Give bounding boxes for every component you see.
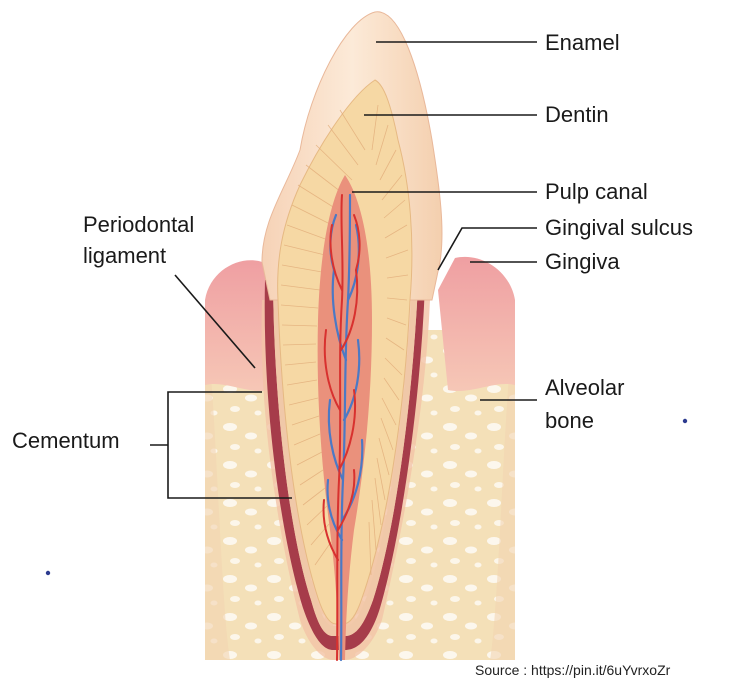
stray-dot [682,418,688,424]
source-credit: Source : https://pin.it/6uYvrxoZr [475,662,671,678]
label-enamel: Enamel [545,30,620,55]
label-dentin: Dentin [545,102,609,127]
periodontal-ligament-leader [174,274,256,369]
label-periodontal-ligament-1: Periodontal [83,212,195,237]
gingiva-shape [205,256,515,392]
label-alveolar-bone-2: bone [545,408,594,433]
dentin-tubules [280,104,409,576]
label-gingival-sulcus: Gingival sulcus [545,215,693,240]
leader-lines [150,41,537,499]
label-cementum: Cementum [12,428,120,453]
gingival-sulcus-leader [437,227,537,271]
stray-dot [45,570,51,576]
pulp-arteries [322,194,361,661]
label-periodontal-ligament-2: ligament [83,243,167,268]
label-gingiva: Gingiva [545,249,620,274]
label-alveolar-bone-1: Alveolar [545,375,625,400]
label-pulp-canal: Pulp canal [545,179,648,204]
